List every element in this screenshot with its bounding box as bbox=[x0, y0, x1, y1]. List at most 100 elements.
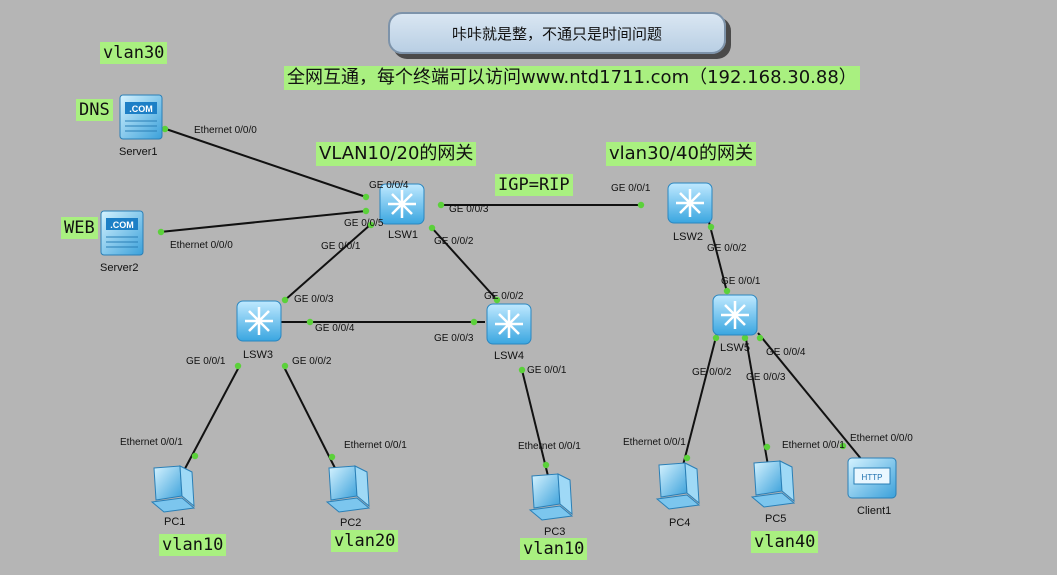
dns-label: DNS bbox=[76, 99, 113, 121]
vlan10-20-gateway-label: VLAN10/20的网关 bbox=[316, 142, 477, 166]
client1-icon[interactable]: HTTP bbox=[847, 457, 897, 499]
port-label: GE 0/0/2 bbox=[434, 236, 474, 247]
port-dot bbox=[367, 221, 375, 229]
pc3-icon[interactable] bbox=[528, 473, 574, 521]
port-label: Ethernet 0/0/1 bbox=[782, 440, 845, 451]
link-server2-lsw1[interactable] bbox=[159, 210, 367, 233]
port-dot bbox=[637, 201, 645, 209]
pc2-vlan-label: vlan20 bbox=[331, 530, 399, 552]
port-label: GE 0/0/3 bbox=[746, 372, 786, 383]
port-dot bbox=[306, 318, 314, 326]
port-label: GE 0/0/4 bbox=[315, 323, 355, 334]
igp-rip-label: IGP=RIP bbox=[495, 174, 573, 196]
port-dot bbox=[763, 443, 771, 451]
link-lsw4-pc3[interactable] bbox=[521, 369, 550, 481]
port-label: GE 0/0/2 bbox=[707, 243, 747, 254]
port-label: GE 0/0/1 bbox=[527, 365, 567, 376]
port-label: Ethernet 0/0/1 bbox=[623, 437, 686, 448]
port-dot bbox=[281, 362, 289, 370]
port-dot bbox=[362, 207, 370, 215]
port-dot bbox=[470, 318, 478, 326]
pc2-icon[interactable] bbox=[325, 465, 371, 513]
pc5-vlan-label: vlan40 bbox=[751, 531, 819, 553]
pc1-icon[interactable] bbox=[150, 465, 196, 513]
port-label: GE 0/0/4 bbox=[369, 180, 409, 191]
link-lsw5-pc5[interactable] bbox=[744, 332, 771, 478]
port-label: GE 0/0/2 bbox=[692, 367, 732, 378]
port-dot bbox=[707, 223, 715, 231]
port-dot bbox=[756, 334, 764, 342]
pc2-label: PC2 bbox=[340, 517, 362, 529]
port-label: GE 0/0/3 bbox=[294, 294, 334, 305]
link-lsw5-pc4[interactable] bbox=[679, 332, 718, 478]
lsw5-switch-icon[interactable] bbox=[712, 294, 758, 336]
port-dot bbox=[157, 228, 165, 236]
pc1-vlan-label: vlan10 bbox=[159, 534, 227, 556]
link-lsw1-lsw4[interactable] bbox=[431, 227, 499, 302]
server2-icon[interactable]: .COM bbox=[100, 210, 144, 256]
port-label: Ethernet 0/0/0 bbox=[170, 240, 233, 251]
port-label: GE 0/0/1 bbox=[186, 356, 226, 367]
lsw4-switch-icon[interactable] bbox=[486, 303, 532, 345]
lsw5-label: LSW5 bbox=[720, 342, 750, 354]
port-label: GE 0/0/3 bbox=[434, 333, 474, 344]
link-lsw1-lsw3[interactable] bbox=[284, 224, 371, 301]
port-label: GE 0/0/5 bbox=[344, 218, 384, 229]
pc4-icon[interactable] bbox=[655, 462, 701, 510]
port-label: GE 0/0/1 bbox=[721, 276, 761, 287]
port-label: Ethernet 0/0/1 bbox=[344, 440, 407, 451]
port-dots bbox=[157, 125, 847, 469]
port-label: Ethernet 0/0/0 bbox=[194, 125, 257, 136]
web-label: WEB bbox=[61, 217, 98, 239]
port-dot bbox=[542, 461, 550, 469]
lsw1-switch-icon[interactable] bbox=[379, 183, 425, 225]
pc3-vlan-label: vlan10 bbox=[520, 538, 588, 560]
port-dot bbox=[161, 125, 169, 133]
port-label: GE 0/0/3 bbox=[449, 204, 489, 215]
goal-note: 全网互通，每个终端可以访问www.ntd1711.com（192.168.30.… bbox=[284, 66, 860, 90]
link-server1-lsw1[interactable] bbox=[162, 127, 367, 198]
lsw1-label: LSW1 bbox=[388, 229, 418, 241]
server1-label: Server1 bbox=[119, 146, 158, 158]
link-lsw3-pc1[interactable] bbox=[179, 364, 241, 479]
client-badge: HTTP bbox=[862, 473, 883, 482]
port-label: Ethernet 0/0/1 bbox=[518, 441, 581, 452]
lsw3-label: LSW3 bbox=[243, 349, 273, 361]
port-label: GE 0/0/1 bbox=[321, 241, 361, 252]
server-badge: .COM bbox=[129, 104, 153, 114]
port-dot bbox=[683, 454, 691, 462]
links bbox=[159, 127, 863, 481]
link-lsw3-pc2[interactable] bbox=[282, 364, 341, 479]
port-dot bbox=[191, 452, 199, 460]
port-label: GE 0/0/1 bbox=[611, 183, 651, 194]
callout-text: 咔咔就是整，不通只是时间问题 bbox=[451, 24, 662, 43]
port-dot bbox=[518, 366, 526, 374]
port-dot bbox=[712, 334, 720, 342]
port-dot bbox=[493, 296, 501, 304]
pc5-label: PC5 bbox=[765, 513, 787, 525]
link-lsw2-lsw5[interactable] bbox=[708, 221, 728, 293]
callout-bubble: 咔咔就是整，不通只是时间问题 bbox=[388, 12, 726, 54]
port-dot bbox=[741, 334, 749, 342]
port-dot bbox=[281, 296, 289, 304]
port-label: GE 0/0/2 bbox=[292, 356, 332, 367]
link-lsw5-client1[interactable] bbox=[757, 332, 863, 461]
port-label: GE 0/0/4 bbox=[766, 347, 806, 358]
server1-icon[interactable]: .COM bbox=[119, 94, 163, 140]
port-label: Ethernet 0/0/0 bbox=[850, 433, 913, 444]
pc1-label: PC1 bbox=[164, 516, 186, 528]
pc5-icon[interactable] bbox=[750, 460, 796, 508]
lsw2-switch-icon[interactable] bbox=[667, 182, 713, 224]
server2-label: Server2 bbox=[100, 262, 139, 274]
port-dot bbox=[723, 287, 731, 295]
port-dot bbox=[234, 362, 242, 370]
server-badge: .COM bbox=[110, 220, 134, 230]
client1-label: Client1 bbox=[857, 505, 892, 517]
port-dot bbox=[839, 442, 847, 450]
vlan30-40-gateway-label: vlan30/40的网关 bbox=[606, 142, 756, 166]
port-dot bbox=[428, 224, 436, 232]
port-dot bbox=[328, 453, 336, 461]
lsw2-label: LSW2 bbox=[673, 231, 703, 243]
lsw3-switch-icon[interactable] bbox=[236, 300, 282, 342]
